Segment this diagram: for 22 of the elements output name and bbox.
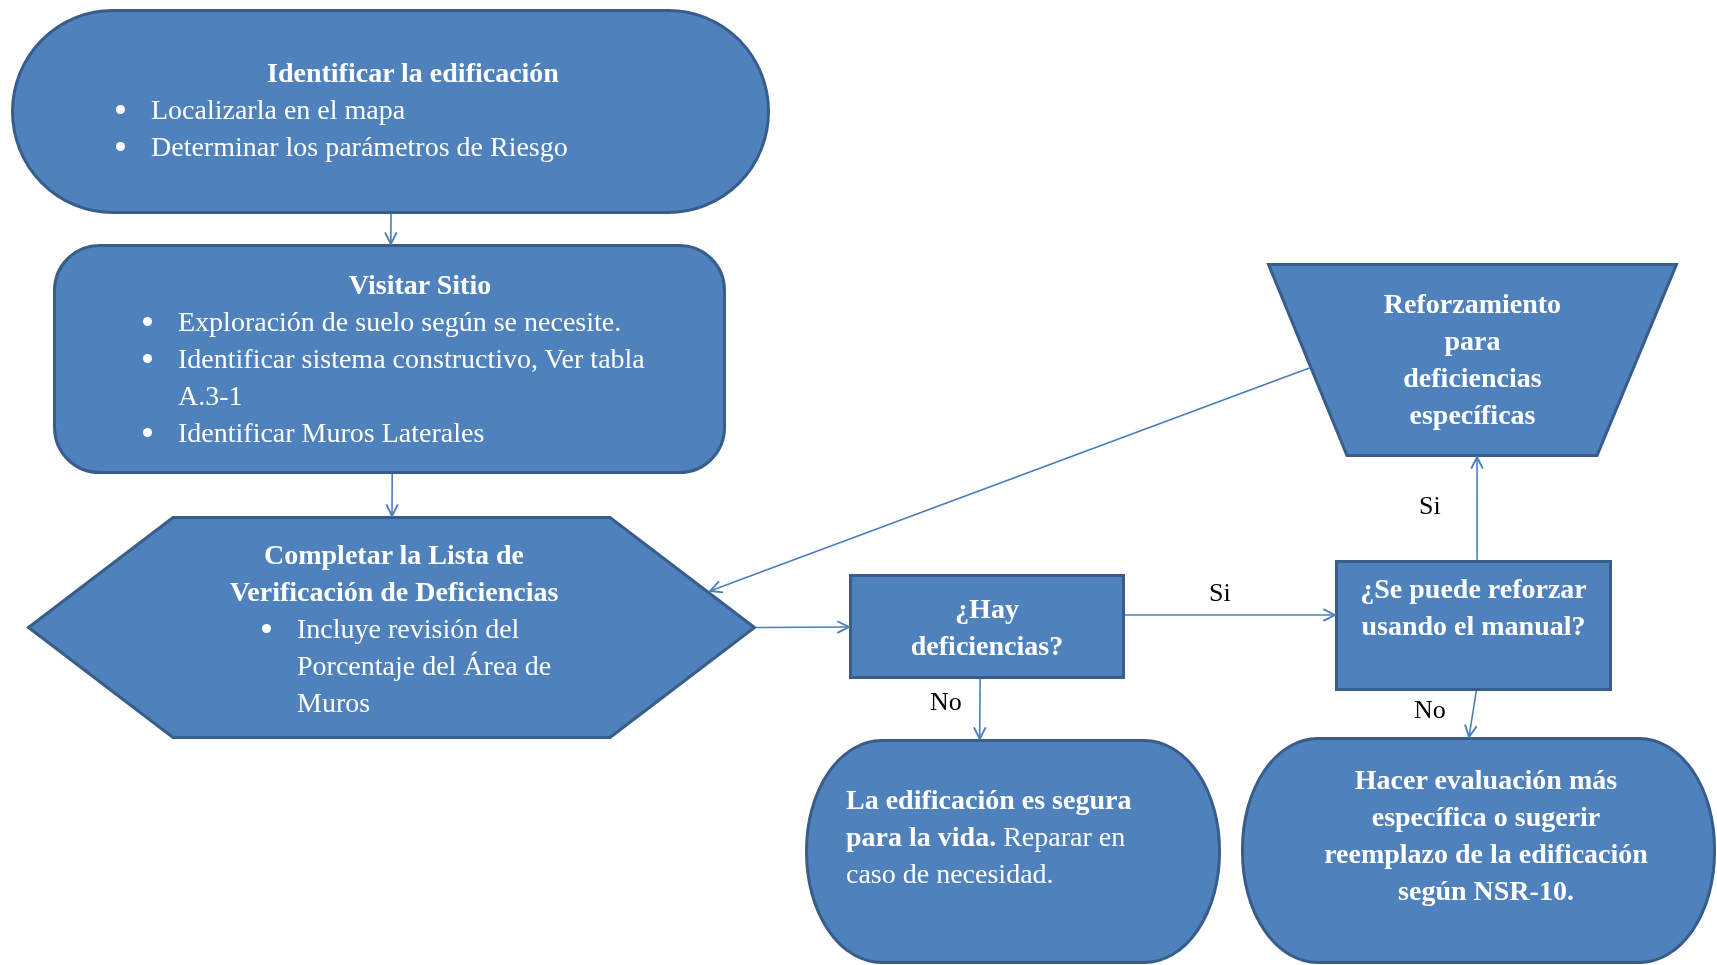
node-text: La edificación es segura para la vida. Reparar en caso de necesidad. <box>846 782 1133 891</box>
arrow <box>755 620 850 634</box>
node-heading: Completar la Lista de Verificación de Deficiencias <box>228 538 560 609</box>
node-text: ¿Se puede reforzar usando el manual? <box>1360 572 1587 643</box>
arrow <box>709 366 1311 594</box>
arrow <box>1464 690 1478 738</box>
bullet-item: Identificar Muros Laterales <box>140 414 700 451</box>
bullet-item: Identificar sistema constructivo, Ver tabla A.3-1 <box>140 340 700 414</box>
bullet-item: Incluye revisión del Porcentaje del Área de Muros <box>259 610 589 721</box>
node-text: Reforzamiento para deficiencias específicas <box>1382 287 1563 432</box>
node-text: ¿Hay deficiencias? <box>909 592 1065 663</box>
node-heading: Identificar la edificación <box>266 56 560 90</box>
arrow <box>1470 456 1484 561</box>
arrow <box>973 678 987 740</box>
arrow <box>385 473 399 517</box>
bullet-item: Determinar los parámetros de Riesgo <box>113 128 713 165</box>
bullet-item: Exploración de suelo según se necesite. <box>140 303 700 340</box>
arrow <box>1124 608 1336 622</box>
bullet-item: Localizarla en el mapa <box>113 91 713 128</box>
arrow <box>384 213 398 245</box>
node-heading: Visitar Sitio <box>347 268 493 302</box>
node-text: Hacer evaluación más específica o sugerir reemplazo de la edificación según NSR-10. <box>1323 762 1649 908</box>
